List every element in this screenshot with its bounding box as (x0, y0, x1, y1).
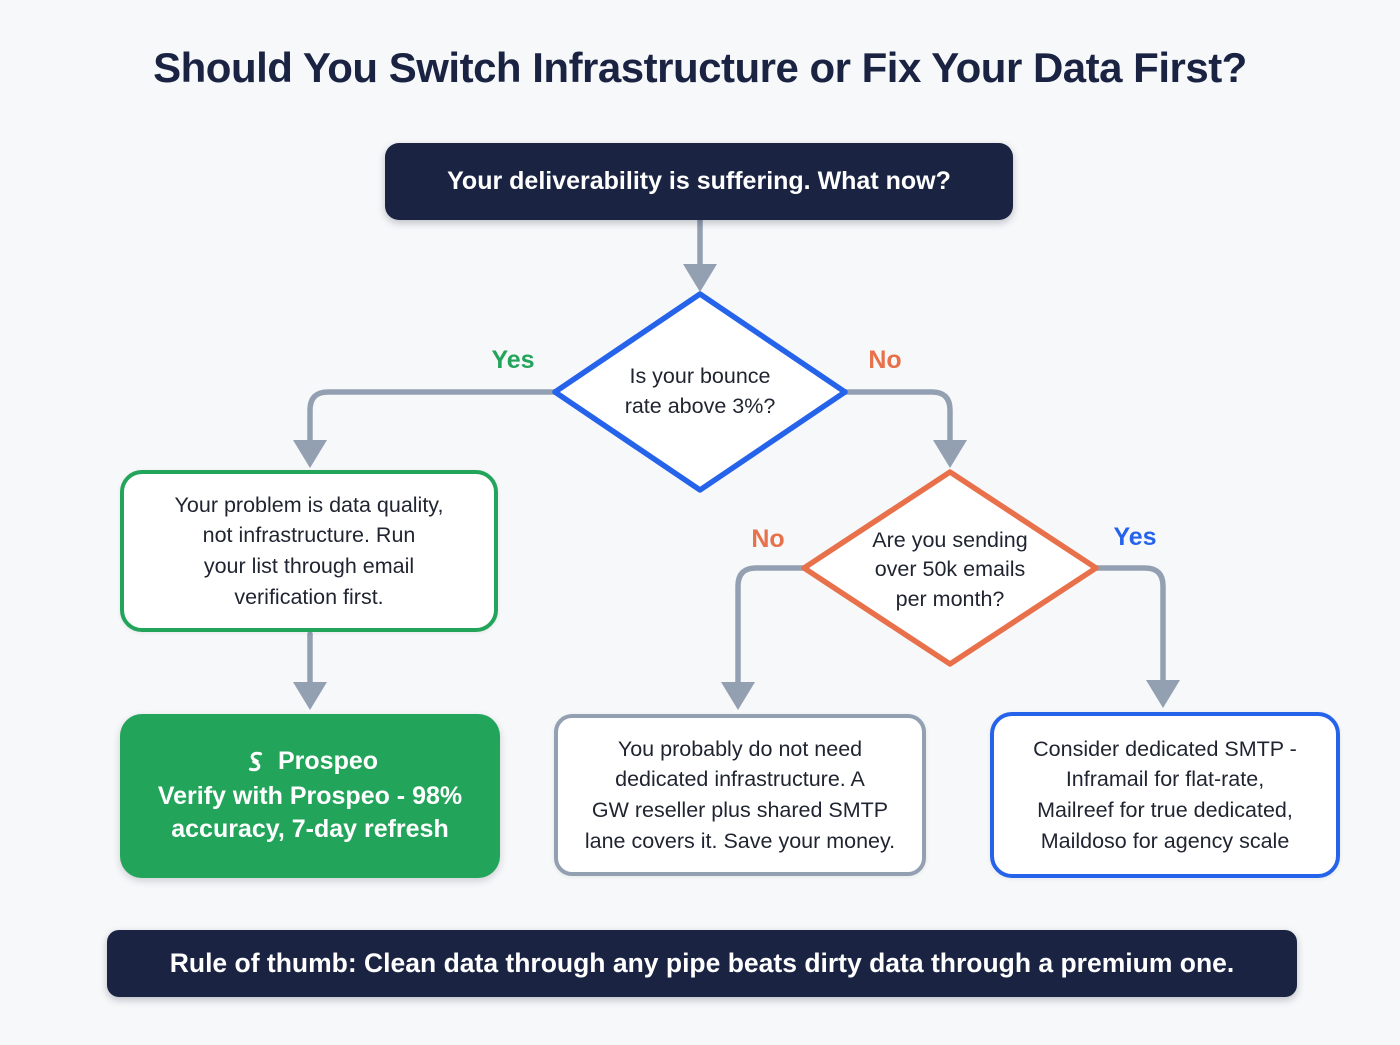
dedicated-line: Inframail for flat-rate, (1065, 767, 1265, 792)
start-node: Your deliverability is suffering. What n… (385, 143, 1013, 220)
connector-bounce-yes (293, 389, 560, 468)
data-quality-line: verification first. (234, 584, 384, 609)
no-dedicated-line: dedicated infrastructure. A (615, 767, 865, 792)
data-quality-line: not infrastructure. Run (202, 523, 416, 548)
prospeo-node: Prospeo Verify with Prospeo - 98% accura… (120, 714, 500, 878)
dedicated-node: Consider dedicated SMTP - Inframail for … (990, 712, 1340, 878)
volume-no-label: No (751, 525, 785, 553)
no-dedicated-node: You probably do not need dedicated infra… (554, 714, 926, 876)
no-dedicated-line: lane covers it. Save your money. (584, 828, 896, 853)
connector-bounce-no (840, 389, 967, 468)
dedicated-line: Maildoso for agency scale (1040, 828, 1290, 853)
connector-volume-yes (1091, 565, 1180, 708)
decision-volume-line: per month? (895, 586, 1005, 611)
start-node-text: Your deliverability is suffering. What n… (447, 167, 951, 195)
prospeo-brand-row: Prospeo (242, 747, 378, 776)
decision-volume-diamond (801, 469, 1099, 667)
volume-yes-label: Yes (1113, 523, 1157, 551)
bounce-yes-label: Yes (491, 346, 535, 374)
rule-of-thumb-bar: Rule of thumb: Clean data through any pi… (107, 930, 1297, 997)
prospeo-brand-name: Prospeo (277, 747, 379, 775)
dedicated-line: Consider dedicated SMTP - (1033, 736, 1297, 761)
prospeo-line: accuracy, 7-day refresh (171, 814, 449, 843)
prospeo-logo-icon (248, 751, 263, 772)
bounce-no-label: No (868, 346, 902, 374)
dedicated-line: Mailreef for true dedicated, (1037, 798, 1293, 822)
decision-volume-label: Are you sending over 50k emails per mont… (815, 524, 1085, 616)
rule-of-thumb-text: Rule of thumb: Clean data through any pi… (169, 948, 1235, 978)
decision-bounce-diamond (552, 291, 848, 493)
no-dedicated-line: GW reseller plus shared SMTP (591, 798, 889, 822)
connector-start-to-bounce (683, 217, 717, 292)
data-quality-line: Your problem is data quality, (174, 492, 444, 517)
prospeo-line: Verify with Prospeo - 98% (157, 782, 463, 810)
connector-volume-no (721, 565, 809, 710)
decision-bounce-line: rate above 3%? (624, 394, 776, 418)
data-quality-line: your list through email (203, 554, 415, 578)
connector-dataquality-to-prospeo (293, 631, 327, 710)
page-title: Should You Switch Infrastructure or Fix … (153, 44, 1247, 91)
decision-volume-line: Are you sending (872, 527, 1028, 552)
decision-bounce-line: Is your bounce (629, 364, 771, 389)
decision-bounce-label: Is your bounce rate above 3%? (565, 352, 835, 432)
no-dedicated-line: You probably do not need (617, 736, 863, 761)
data-quality-node: Your problem is data quality, not infras… (120, 470, 498, 632)
decision-volume-line: over 50k emails (874, 557, 1026, 582)
